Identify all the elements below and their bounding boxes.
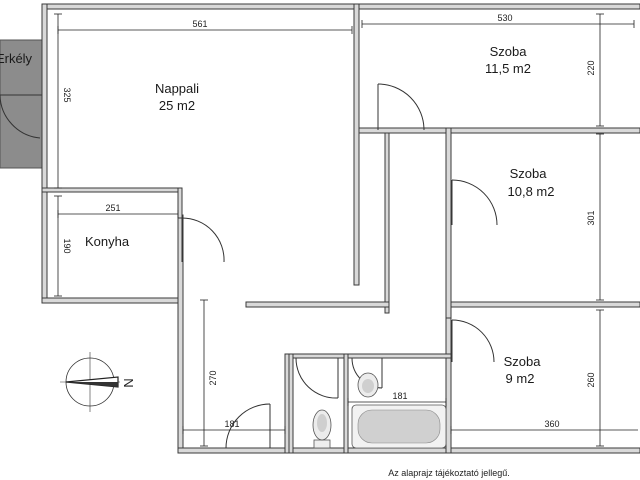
kitchen-label: Konyha [85,234,130,249]
dim-living-height: 325 [62,87,72,102]
dim-room1-width: 530 [497,13,512,23]
dim-bath-width: 181 [392,391,407,401]
balcony-area [0,39,45,169]
dim-living-width: 561 [192,19,207,29]
room3-area: 9 m2 [506,371,535,386]
room2-door-arc [451,179,498,226]
dim-room3-width: 360 [544,419,559,429]
room1-name: Szoba [490,44,528,59]
toilet-icon [312,409,332,449]
room2-area: 10,8 m2 [508,184,555,199]
living-room-area: 25 m2 [159,98,195,113]
entrance-door-arc [225,403,271,449]
bathtub-icon [351,404,447,449]
living-room-name: Nappali [155,81,199,96]
dim-room3-height: 260 [586,372,596,387]
walls [41,3,640,454]
compass-north-label: N [121,378,136,387]
room3-door-arc [451,319,495,363]
sink-icon [357,372,379,398]
compass-icon [60,352,120,412]
balcony-door-arc [0,94,41,139]
dim-kitchen-width: 251 [105,203,120,213]
room2-name: Szoba [510,166,548,181]
kitchen-door-arc [181,217,225,263]
balcony-label: Erkély [0,51,33,66]
dim-room1-height: 220 [586,60,596,75]
dimension-lines [54,13,638,447]
wc-door-arc [295,357,339,399]
dim-room2-height: 301 [586,210,596,225]
footnote: Az alaprajz tájékoztató jellegű. [388,468,510,478]
dim-hall-height: 270 [208,370,218,385]
dim-hall-width: 181 [224,419,239,429]
room3-name: Szoba [504,354,542,369]
room1-door-arc [377,83,425,131]
room1-area: 11,5 m2 [485,61,531,76]
dim-kitchen-height: 190 [62,238,72,253]
